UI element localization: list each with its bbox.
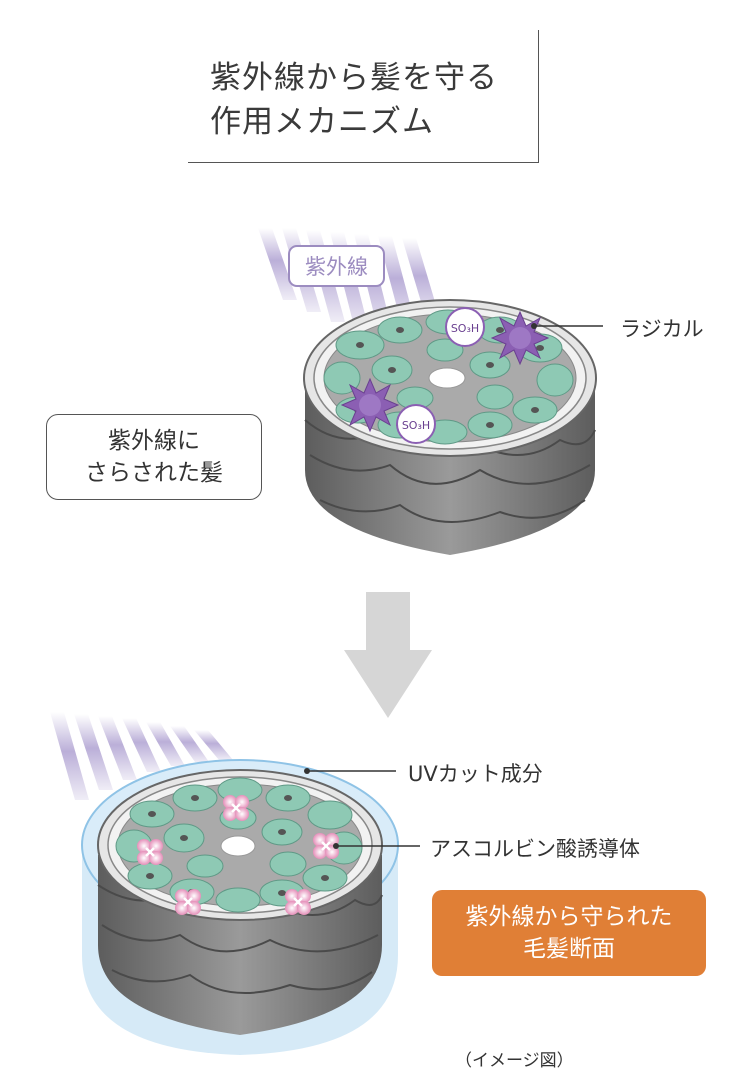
- protected-hair-line2: 毛髪断面: [523, 936, 615, 962]
- so3h-molecule-2: SO₃H: [396, 404, 436, 444]
- derivative-label: アスコルビン酸誘導体: [430, 837, 640, 861]
- image-note: （イメージ図）: [455, 1051, 574, 1071]
- page-title-line2: 作用メカニズム: [210, 104, 434, 140]
- down-arrow: [344, 592, 432, 718]
- radical-label: ラジカル: [620, 317, 704, 341]
- exposed-hair-line1: 紫外線に: [108, 428, 200, 454]
- hair-cross-section-bottom: [97, 769, 383, 1035]
- title-frame: [188, 30, 539, 163]
- uv-rays-bottom: [50, 712, 233, 800]
- protected-hair-box: 紫外線から守られた 毛髪断面: [432, 890, 706, 976]
- so3h-molecule-1: SO₃H: [445, 307, 485, 347]
- uv-cut-leader-line: [304, 768, 396, 774]
- uv-cut-label: UVカット成分: [408, 762, 543, 786]
- so3h-text-1: SO₃H: [451, 322, 479, 335]
- page-title-line1: 紫外線から髪を守る: [210, 60, 498, 96]
- protected-hair-line1: 紫外線から守られた: [465, 904, 673, 930]
- exposed-hair-line2: さらされた髪: [85, 460, 223, 486]
- ascorbic-derivative-particles: [137, 795, 339, 915]
- radical-leader-line: [531, 323, 603, 329]
- uv-tag: 紫外線: [288, 245, 385, 287]
- derivative-leader-line: [333, 843, 420, 849]
- so3h-text-2: SO₃H: [402, 419, 430, 432]
- exposed-hair-box: 紫外線に さらされた髪: [46, 414, 262, 500]
